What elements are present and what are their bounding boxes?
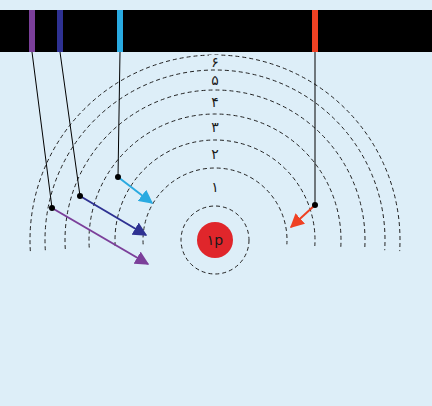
level-number: ۳ [209, 120, 221, 134]
spectral-line [312, 10, 318, 52]
spectral-line [117, 10, 123, 52]
orbit [181, 206, 249, 274]
spectral-line [29, 10, 35, 52]
level-number: ۶ [209, 55, 221, 69]
nucleus-label: ۱p [207, 233, 223, 247]
nucleus-circle: ۱p [197, 222, 233, 258]
leader-lines [32, 52, 315, 208]
orbits [30, 55, 400, 274]
spectrum-bar [0, 10, 432, 52]
transition-arrows [52, 177, 315, 264]
level-number: ۲ [209, 147, 221, 161]
level-number: ۴ [209, 95, 221, 109]
electron-dots [49, 174, 318, 211]
level-number: ۵ [209, 73, 221, 87]
level-number: ۱ [209, 180, 221, 194]
spectral-line [57, 10, 63, 52]
